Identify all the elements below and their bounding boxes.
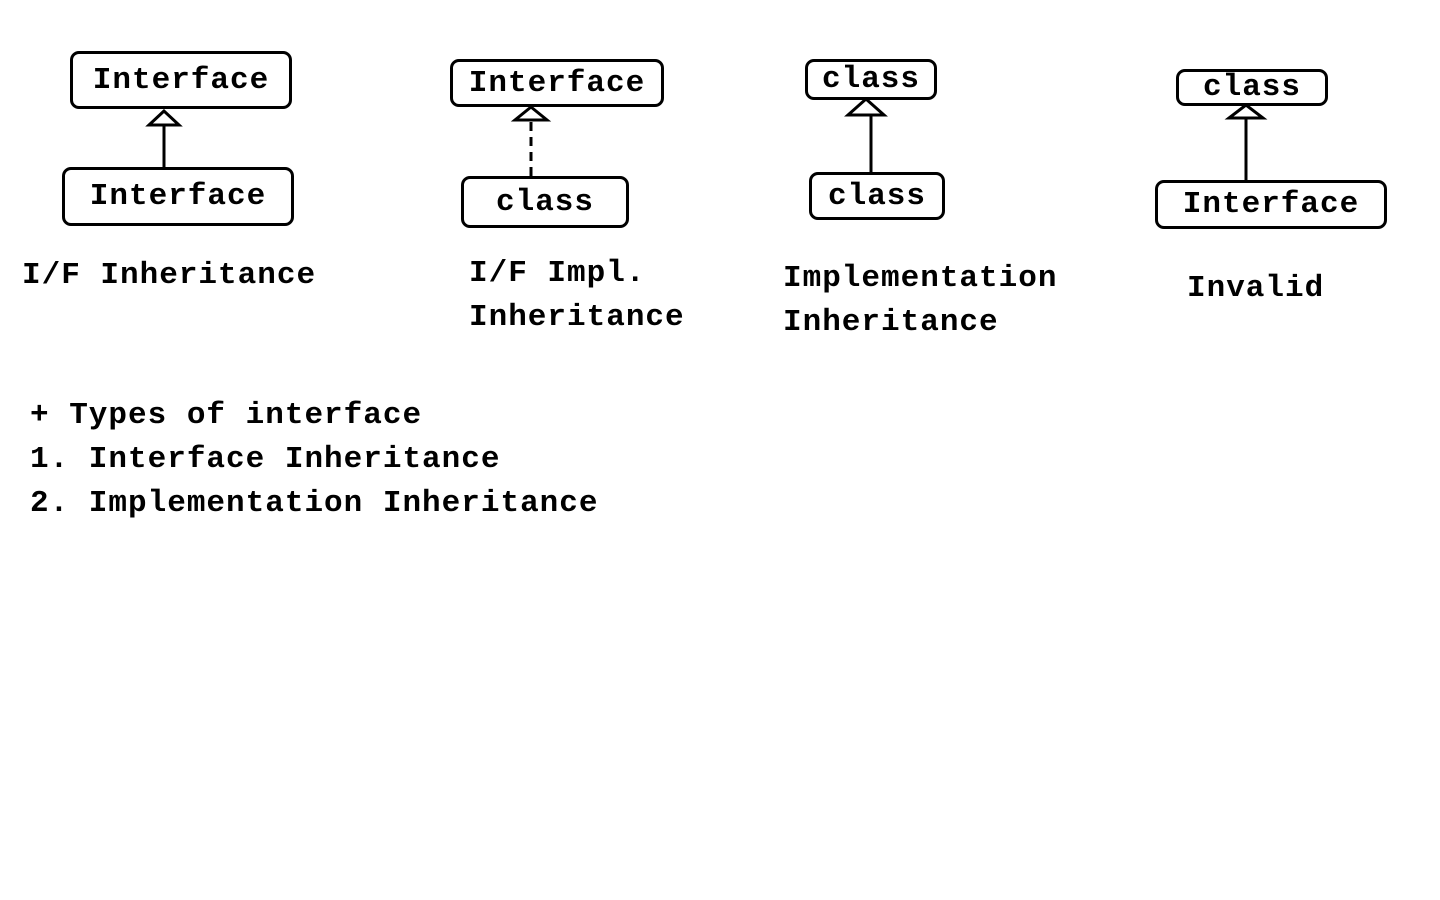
panel-2-arrowhead — [510, 105, 552, 122]
panel-4-caption-line-1: Invalid — [1187, 271, 1325, 306]
notes-heading: + Types of interface — [30, 398, 423, 433]
panel-1-caption-line-1: I/F Inheritance — [22, 258, 317, 293]
panel-2-child-node: class — [461, 176, 629, 228]
panel-4-parent-node: class — [1176, 69, 1328, 106]
panel-4-arrowhead — [1224, 103, 1268, 120]
panel-1-arrowhead — [145, 108, 183, 127]
panel-3-parent-node: class — [805, 59, 937, 100]
panel-2-caption: I/F Impl. Inheritance — [469, 252, 685, 340]
panel-1-parent-node: Interface — [70, 51, 292, 109]
panel-1-child-node: Interface — [62, 167, 294, 226]
panel-3-caption-line-1: Implementation — [783, 261, 1058, 296]
panel-3-caption: Implementation Inheritance — [783, 257, 1057, 345]
panel-4-caption: Invalid — [1187, 267, 1324, 311]
panel-3-caption-line-2: Inheritance — [783, 305, 999, 340]
panel-2-caption-line-1: I/F Impl. — [469, 256, 646, 291]
panel-4-child-node: Interface — [1155, 180, 1387, 229]
panel-2-parent-node: Interface — [450, 59, 664, 107]
notes-item-1: 1. Interface Inheritance — [30, 442, 501, 477]
panel-3-arrowhead — [844, 96, 888, 117]
notes-block: + Types of interface 1. Interface Inheri… — [30, 394, 599, 526]
panel-3-child-node: class — [809, 172, 945, 220]
panel-2-caption-line-2: Inheritance — [469, 300, 685, 335]
notes-item-2: 2. Implementation Inheritance — [30, 486, 599, 521]
panel-1-caption: I/F Inheritance — [22, 254, 316, 298]
